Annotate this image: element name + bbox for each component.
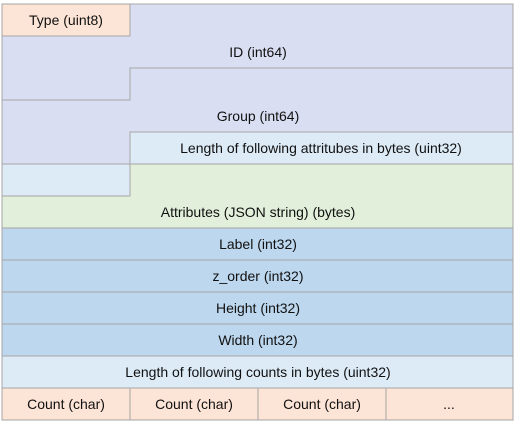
group-field-label: Group (int64) bbox=[217, 108, 299, 124]
count-3-label: Count (char) bbox=[283, 396, 361, 412]
attributes-field-label: Attributes (JSON string) (bytes) bbox=[161, 204, 356, 220]
height-field-label: Height (int32) bbox=[216, 300, 300, 316]
height-field-box bbox=[1, 291, 514, 325]
width-field-box bbox=[1, 323, 514, 357]
count-3-box bbox=[257, 387, 387, 421]
attr-length-field-label: Length of following attritubes in bytes … bbox=[180, 140, 462, 156]
label-field-label: Label (int32) bbox=[219, 236, 297, 252]
count-more-box bbox=[385, 387, 514, 421]
count-more-label: ... bbox=[443, 396, 455, 412]
z-order-field-box bbox=[1, 259, 514, 293]
counts-length-field-label: Length of following counts in bytes (uin… bbox=[125, 364, 390, 380]
count-2-box bbox=[129, 387, 259, 421]
count-2-label: Count (char) bbox=[155, 396, 233, 412]
z-order-field-label: z_order (int32) bbox=[212, 268, 303, 284]
width-field-label: Width (int32) bbox=[218, 332, 297, 348]
label-field-box bbox=[1, 227, 514, 261]
type-field-box bbox=[1, 3, 131, 37]
count-1-label: Count (char) bbox=[27, 396, 105, 412]
id-field-label: ID (int64) bbox=[229, 44, 287, 60]
type-field-label: Type (uint8) bbox=[29, 12, 103, 28]
counts-length-field-box bbox=[1, 355, 514, 389]
